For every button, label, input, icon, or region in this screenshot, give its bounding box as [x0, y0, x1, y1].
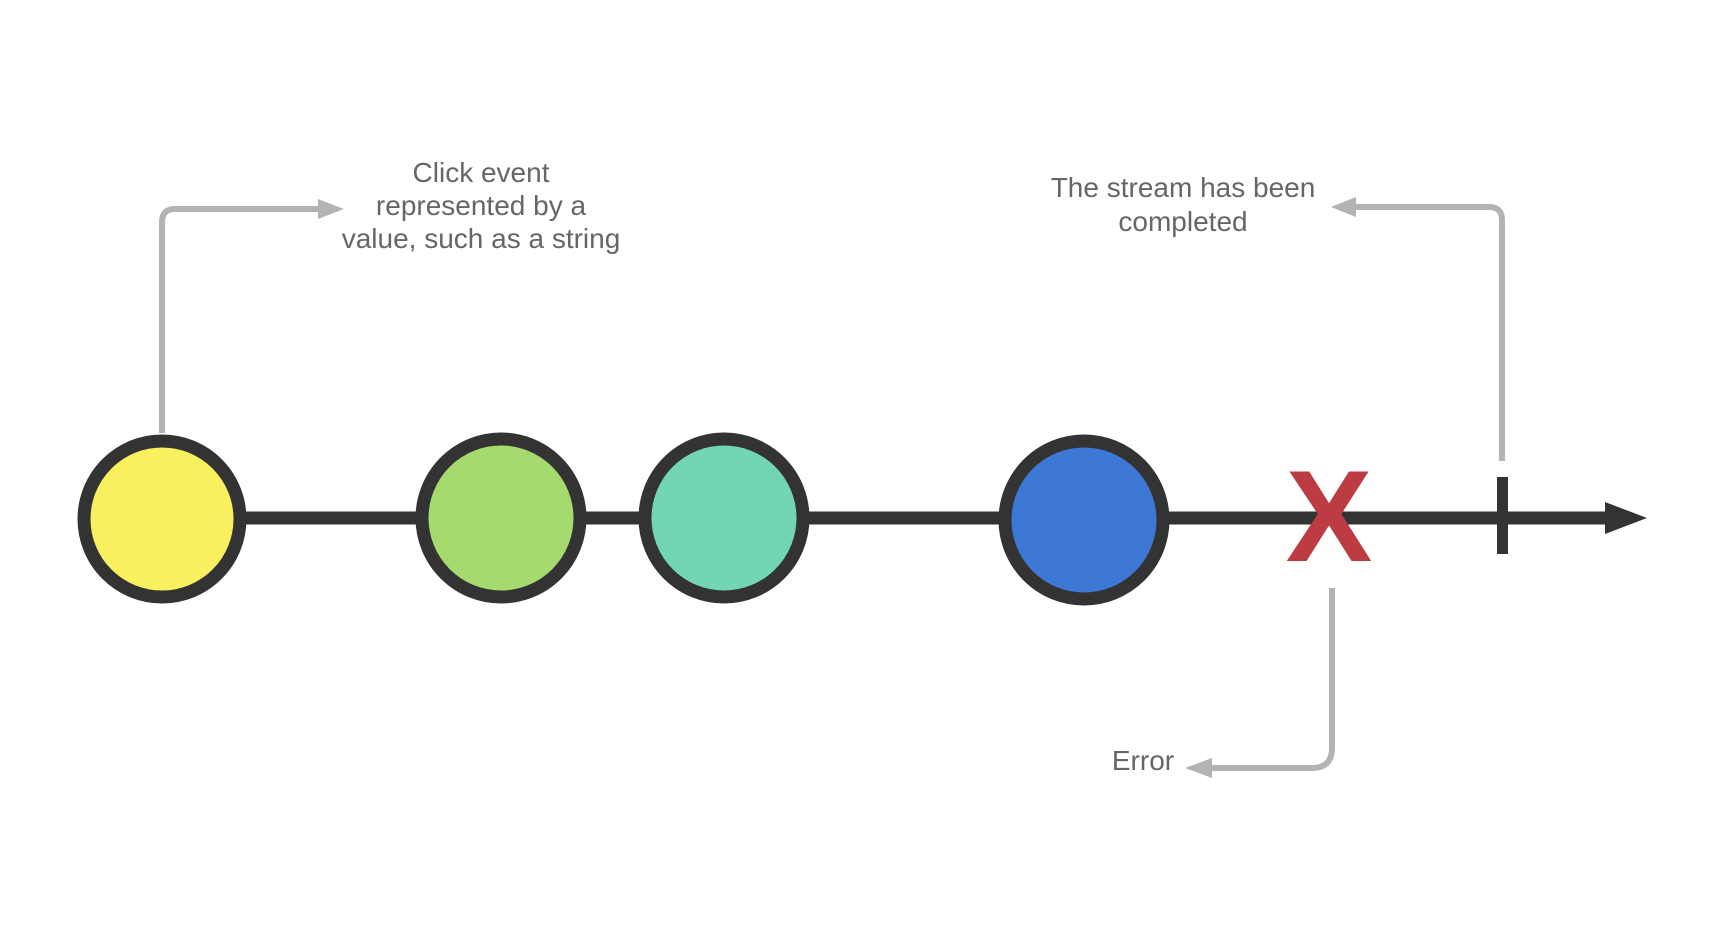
value-note-line-2: represented by a: [376, 190, 587, 221]
value-annotation-connector: [159, 206, 320, 433]
value-note-line-1: Click event: [413, 157, 550, 188]
value-note: Click event represented by a value, such…: [342, 157, 621, 254]
error-note-label: Error: [1112, 745, 1174, 776]
complete-note-line-2: completed: [1118, 206, 1247, 237]
value-annotation-arrow: [159, 199, 344, 433]
event-marble-3: [638, 432, 810, 604]
complete-annotation-arrow: [1331, 197, 1505, 461]
left-arrowhead-icon: [1185, 758, 1212, 778]
event-marble-4: [998, 434, 1170, 606]
left-arrowhead-icon: [1331, 197, 1356, 217]
timeline-arrowhead-icon: [1605, 502, 1647, 534]
event-marble-1: [77, 434, 247, 604]
stream-complete-bar: [1497, 477, 1508, 554]
complete-note-line-1: The stream has been: [1051, 172, 1316, 203]
value-note-line-3: value, such as a string: [342, 223, 621, 254]
right-arrowhead-icon: [318, 199, 344, 219]
complete-note: The stream has been completed: [1051, 172, 1316, 237]
error-annotation-connector: [1210, 588, 1335, 771]
error-x-mark: X: [1286, 443, 1373, 589]
error-annotation-arrow: [1185, 588, 1335, 778]
complete-annotation-connector: [1351, 204, 1505, 461]
event-marble-2: [415, 432, 587, 604]
